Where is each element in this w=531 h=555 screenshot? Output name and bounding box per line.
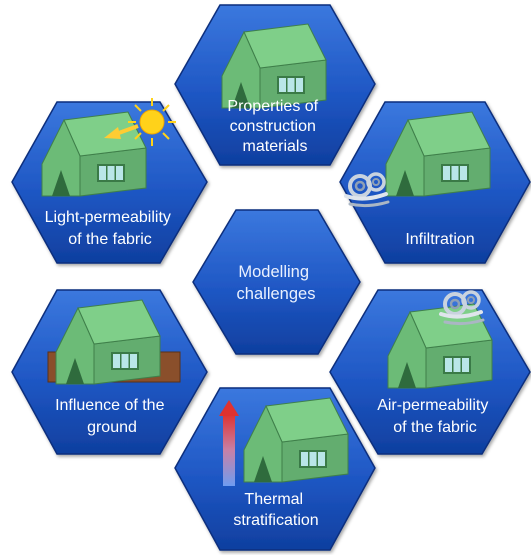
label-line: Light-permeability: [45, 209, 171, 226]
hex-thermal-stratification: Thermal stratification: [174, 387, 376, 551]
hex-ground: Influence of the ground: [11, 289, 208, 455]
hex-air-permeability: Air-permeability of the fabric: [329, 289, 531, 455]
hex-light-permeability-label: Light-permeability of the fabric: [45, 209, 176, 248]
hex-construction-materials-label: Properties of construction materials: [227, 98, 322, 155]
hex-construction-materials: Properties of construction materials: [174, 4, 376, 166]
hex-ground-label: Influence of the ground: [55, 397, 169, 436]
label-line: construction: [230, 118, 316, 135]
label-line: Infiltration: [405, 231, 474, 248]
label-line: of the fabric: [393, 419, 477, 436]
hex-light-permeability: Light-permeability of the fabric: [11, 98, 208, 264]
label-line: ground: [87, 419, 137, 436]
hex-air-permeability-label: Air-permeability of the fabric: [377, 397, 493, 436]
label-line: Modelling: [238, 263, 309, 281]
label-line: challenges: [237, 285, 316, 303]
label-line: materials: [243, 138, 308, 155]
label-line: Influence of the: [55, 397, 165, 414]
sun-icon: [128, 98, 176, 146]
light-arrow-icon: [104, 124, 139, 139]
label-line: Thermal: [244, 491, 303, 508]
label-line: Air-permeability: [377, 397, 488, 414]
label-line: of the fabric: [68, 231, 152, 248]
hex-center: Modelling challenges: [192, 209, 361, 355]
hex-infiltration-label: Infiltration: [405, 231, 474, 248]
hex-thermal-stratification-label: Thermal stratification: [233, 491, 318, 529]
label-line: stratification: [233, 512, 318, 529]
hex-infiltration: Infiltration: [339, 101, 531, 264]
center-label: Modelling challenges: [237, 263, 316, 303]
thermal-gradient-arrow-icon: [219, 400, 239, 486]
label-line: Properties of: [227, 98, 318, 115]
